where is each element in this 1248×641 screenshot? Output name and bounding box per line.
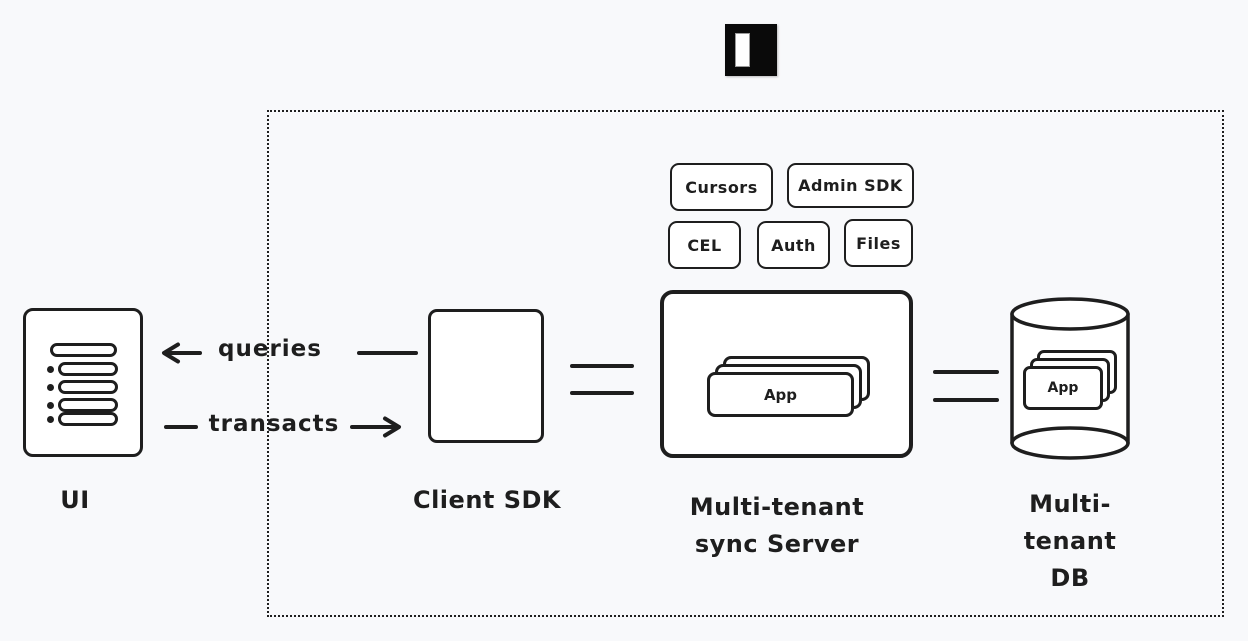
sync-server-label-line1: Multi-tenant <box>689 493 865 521</box>
list-icon-bar <box>58 412 118 426</box>
sync-server-label-line2: sync Server <box>694 530 860 558</box>
ui-label: UI <box>60 486 90 514</box>
app-card-label: App <box>763 385 798 404</box>
app-card-front: App <box>707 372 854 417</box>
db-label-line1: Multi-tenant <box>1023 490 1117 555</box>
list-icon-bullet <box>47 401 54 409</box>
db-app-card-label: App <box>1047 380 1079 396</box>
server-boundary-box <box>267 110 1224 617</box>
db-app-card-front: App <box>1023 366 1103 410</box>
chip-files-label: Files <box>856 233 901 253</box>
chip-admin-sdk: Admin SDK <box>787 163 914 208</box>
list-icon-bullet <box>47 365 54 373</box>
list-icon-bar <box>58 380 118 394</box>
list-icon-bullet <box>47 383 54 391</box>
chip-cel-label: CEL <box>687 235 722 255</box>
chip-auth-label: Auth <box>771 235 816 255</box>
db-label: Multi-tenant DB <box>990 486 1150 597</box>
chip-files: Files <box>844 219 913 267</box>
client-sdk-label: Client SDK <box>412 486 562 514</box>
list-icon-bar <box>58 398 118 412</box>
list-icon-bullet <box>47 415 54 423</box>
chip-cursors: Cursors <box>670 163 773 211</box>
chip-auth: Auth <box>757 221 830 269</box>
sync-server-label: Multi-tenant sync Server <box>657 489 897 563</box>
list-icon-bar <box>58 362 118 376</box>
queries-edge-label: queries <box>218 336 322 362</box>
db-label-line2: DB <box>1050 564 1090 592</box>
ui-node <box>23 308 143 457</box>
instant-logo-icon <box>725 24 777 76</box>
list-icon-bar <box>50 343 117 357</box>
chip-cel: CEL <box>668 221 741 269</box>
chip-admin-sdk-label: Admin SDK <box>798 176 903 195</box>
chip-cursors-label: Cursors <box>685 177 758 197</box>
transacts-edge-label: transacts <box>208 411 340 437</box>
client-sdk-node <box>428 309 544 443</box>
sync-server-node: App <box>660 290 913 458</box>
instant-logo-bar <box>735 33 750 67</box>
